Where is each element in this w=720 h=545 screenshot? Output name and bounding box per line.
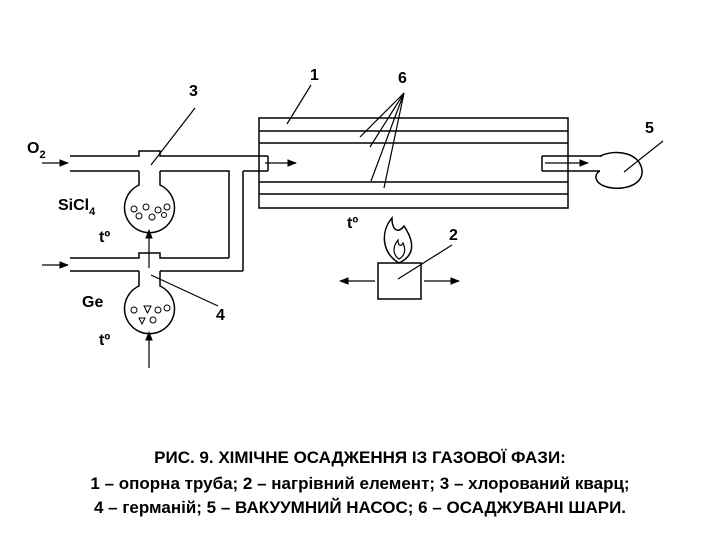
label-1: 1 bbox=[310, 67, 319, 84]
sicl4-bubbles bbox=[130, 203, 171, 221]
support-tube bbox=[258, 117, 569, 209]
label-sicl4: SiCl4 bbox=[58, 197, 96, 218]
label-3: 3 bbox=[189, 83, 198, 100]
o2-gas-line bbox=[70, 150, 244, 271]
label-6: 6 bbox=[398, 70, 407, 87]
label-2: 2 bbox=[449, 227, 458, 244]
label-4: 4 bbox=[216, 307, 225, 324]
sicl4-flask bbox=[123, 171, 176, 234]
vacuum-pump bbox=[595, 151, 643, 190]
ge-granules bbox=[130, 304, 171, 326]
label-temp-ge: tº bbox=[99, 332, 110, 349]
inlet-pipe bbox=[243, 155, 269, 172]
label-temp-sicl4: tº bbox=[99, 229, 110, 246]
ge-gas-line bbox=[70, 252, 243, 272]
heater-flame-inner bbox=[393, 238, 406, 260]
label-temp-tube: tº bbox=[347, 215, 358, 232]
label-ge: Ge bbox=[82, 294, 103, 311]
leader-lines bbox=[150, 84, 664, 307]
outlet-pipe bbox=[541, 155, 602, 172]
label-5: 5 bbox=[645, 120, 654, 137]
caption-legend-line1: 1 – опорна труба; 2 – нагрівний елемент;… bbox=[90, 474, 630, 493]
label-o2: O2 bbox=[27, 140, 46, 161]
caption-legend-line2: 4 – германій; 5 – ВАКУУМНИЙ НАСОС; 6 – О… bbox=[93, 498, 627, 517]
ge-flask bbox=[123, 271, 176, 335]
caption-title: РИС. 9. ХІМІЧНЕ ОСАДЖЕННЯ ІЗ ГАЗОВОЇ ФАЗ… bbox=[154, 448, 566, 467]
